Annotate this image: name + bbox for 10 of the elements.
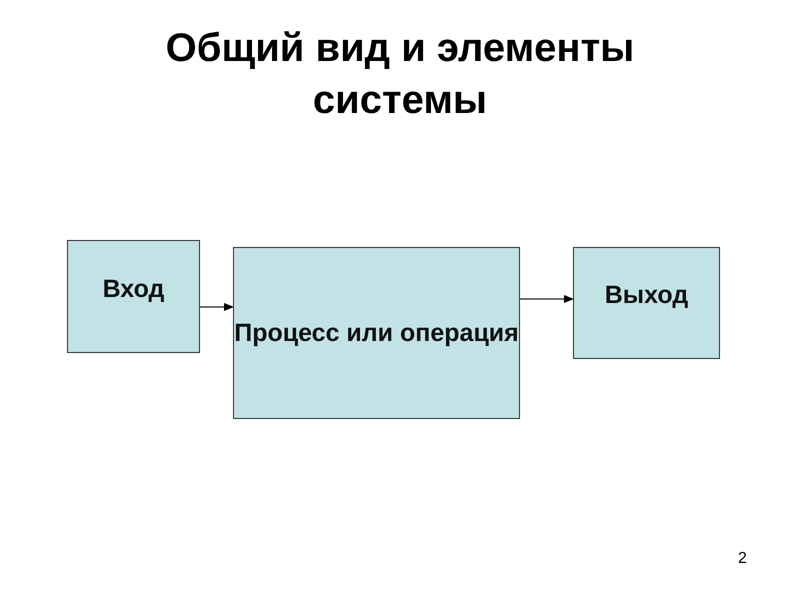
process-box bbox=[67, 240, 200, 353]
page-number: 2 bbox=[738, 550, 747, 568]
box-label: Выход bbox=[604, 280, 688, 311]
arrow bbox=[200, 303, 234, 311]
process-box bbox=[233, 247, 520, 419]
arrow bbox=[520, 295, 574, 303]
title: Общий вид и элементы системы bbox=[164, 25, 636, 124]
box-label: Вход bbox=[102, 274, 164, 304]
process-box bbox=[573, 247, 720, 359]
box-label: Процесс или операция bbox=[234, 318, 519, 349]
